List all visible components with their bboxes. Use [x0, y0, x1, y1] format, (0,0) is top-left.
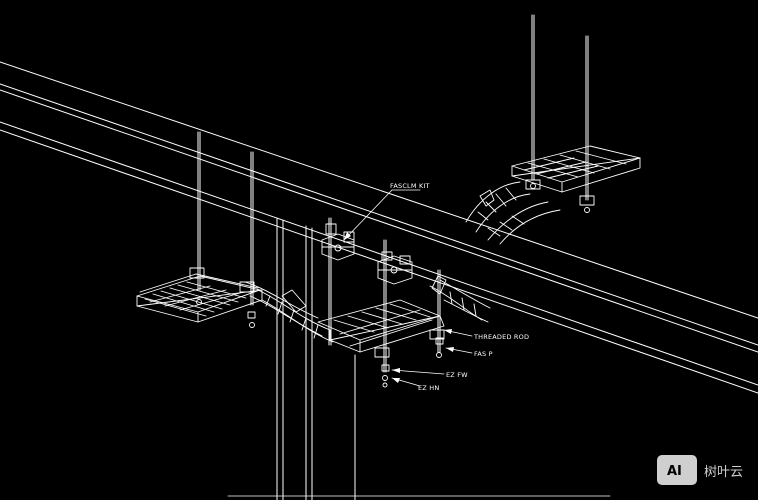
- upper-beam: [0, 61, 758, 353]
- watermark-badge: AI: [667, 464, 682, 479]
- watermark: AI 树叶云: [657, 455, 743, 485]
- vertical-columns: [276, 217, 356, 500]
- leader-lines: [343, 189, 473, 387]
- label-ez-fw: EZ FW: [446, 371, 468, 379]
- right-bend-tray: [429, 275, 491, 323]
- label-fas-p: FAS P: [474, 350, 493, 358]
- rod-nuts: [196, 183, 590, 388]
- watermark-brand: 树叶云: [704, 465, 743, 480]
- label-threaded-rod: THREADED ROD: [473, 333, 529, 341]
- label-fasclm-kit: FASCLM KIT: [390, 182, 430, 190]
- watermark-badge-icon: [657, 455, 697, 485]
- label-ez-hn: EZ HN: [418, 384, 439, 392]
- threaded-rods: [197, 14, 589, 373]
- top-right-cable-tray: [511, 145, 641, 206]
- lower-beam: [0, 121, 758, 394]
- left-bend-tray: [244, 281, 334, 343]
- fasclm-clamps: [321, 223, 413, 285]
- upper-right-bend-tray: [465, 181, 561, 245]
- middle-cable-tray: [317, 299, 445, 358]
- leader-arrowheads: [344, 232, 454, 383]
- left-cable-tray: [136, 267, 263, 323]
